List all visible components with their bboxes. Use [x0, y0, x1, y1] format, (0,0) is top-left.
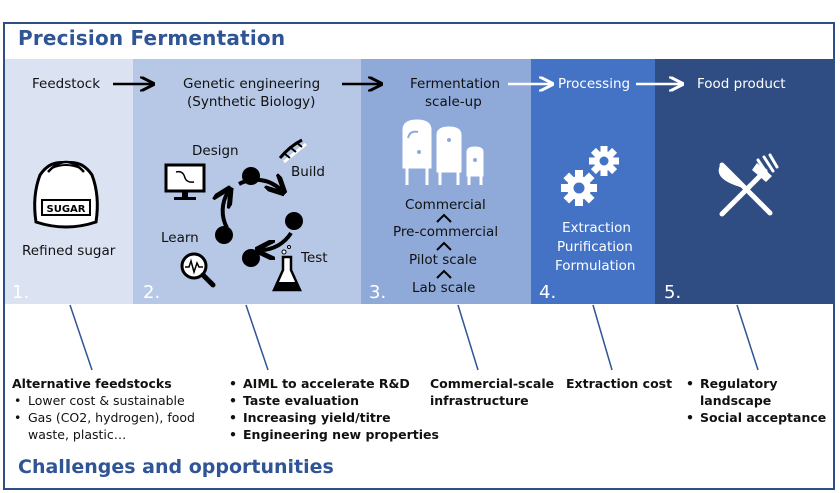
page-title: Precision Fermentation [18, 26, 286, 50]
list-item: Social acceptance [684, 409, 826, 426]
cycle-node-design [242, 167, 260, 185]
list-item: Lower cost & sustainable [12, 392, 195, 409]
challenge-heading-feedstocks: Alternative feedstocks [12, 376, 172, 391]
list-item: Taste evaluation [227, 392, 439, 409]
stage-processing [531, 59, 655, 304]
cycle-design-label: Design [192, 143, 239, 159]
scale-commercial: Commercial [405, 197, 486, 213]
sugar-bag-icon [33, 160, 99, 229]
cycle-node-test [242, 249, 260, 267]
flask-icon [272, 245, 302, 292]
cycle-test-label: Test [301, 250, 328, 266]
challenge-col-food: Regulatory landscape Social acceptance [684, 375, 826, 426]
stage-number-3: 3. [369, 282, 387, 303]
magnifier-icon [180, 252, 216, 288]
scale-lab: Lab scale [412, 280, 476, 296]
processing-purification: Purification [557, 239, 633, 255]
stage-number-4: 4. [539, 282, 557, 303]
genetic-engineering-label: Genetic engineering [183, 76, 321, 92]
challenge-list-genetic: AIML to accelerate R&D Taste evaluation … [227, 375, 439, 443]
challenge-col-feedstock: Alternative feedstocks Lower cost & sust… [12, 375, 195, 443]
sugar-bag-label: SUGAR [47, 204, 86, 215]
stage-number-1: 1. [12, 282, 30, 303]
challenges-title: Challenges and opportunities [18, 456, 334, 478]
list-item: Regulatory [684, 375, 826, 392]
feedstock-label: Feedstock [32, 76, 101, 92]
challenge-extraction-cost: Extraction cost [566, 376, 673, 391]
scale-chevrons [436, 213, 452, 279]
list-item-continued: landscape [700, 393, 772, 408]
list-item: Gas (CO2, hydrogen), food [12, 409, 195, 426]
cycle-node-learn [215, 226, 233, 244]
list-item: Increasing yield/titre [227, 409, 439, 426]
dbtl-cycle [215, 167, 303, 267]
scale-up-label: scale-up [425, 94, 482, 110]
processing-extraction: Extraction [562, 220, 631, 236]
scale-pre-commercial: Pre-commercial [393, 224, 499, 240]
list-item: AIML to accelerate R&D [227, 375, 439, 392]
gears-icon [561, 146, 619, 206]
challenge-col-fermentation: Commercial-scale infrastructure [430, 375, 554, 409]
challenge-commercial-scale: Commercial-scale [430, 376, 555, 391]
monitor-icon [164, 163, 206, 200]
cycle-node-build [285, 212, 303, 230]
challenge-col-genetic: AIML to accelerate R&D Taste evaluation … [227, 375, 439, 443]
cycle-build-label: Build [291, 164, 325, 180]
challenge-infrastructure: infrastructure [430, 393, 529, 408]
list-item: Engineering new properties [227, 426, 439, 443]
scale-pilot: Pilot scale [409, 252, 477, 268]
dna-icon [278, 138, 307, 164]
stage-fermentation [361, 59, 531, 304]
synthetic-biology-label: (Synthetic Biology) [187, 94, 316, 110]
connector-lines [69, 304, 759, 371]
stage-number-5: 5. [664, 282, 682, 303]
challenge-list-feedstocks: Lower cost & sustainable Gas (CO2, hydro… [12, 392, 195, 426]
food-product-label: Food product [697, 76, 786, 92]
tanks-icon [402, 119, 484, 185]
processing-label: Processing [558, 76, 631, 92]
fork-knife-icon [718, 153, 779, 217]
refined-sugar-label: Refined sugar [22, 243, 116, 259]
list-item-continued: waste, plastic… [28, 427, 127, 442]
stage-number-2: 2. [143, 282, 161, 303]
stage-food-product [655, 59, 833, 304]
challenge-list-food-2: Social acceptance [684, 409, 826, 426]
challenge-col-processing: Extraction cost [566, 375, 672, 392]
cycle-learn-label: Learn [161, 230, 199, 246]
processing-formulation: Formulation [555, 258, 636, 274]
challenge-list-food: Regulatory [684, 375, 826, 392]
fermentation-label: Fermentation [410, 76, 501, 92]
